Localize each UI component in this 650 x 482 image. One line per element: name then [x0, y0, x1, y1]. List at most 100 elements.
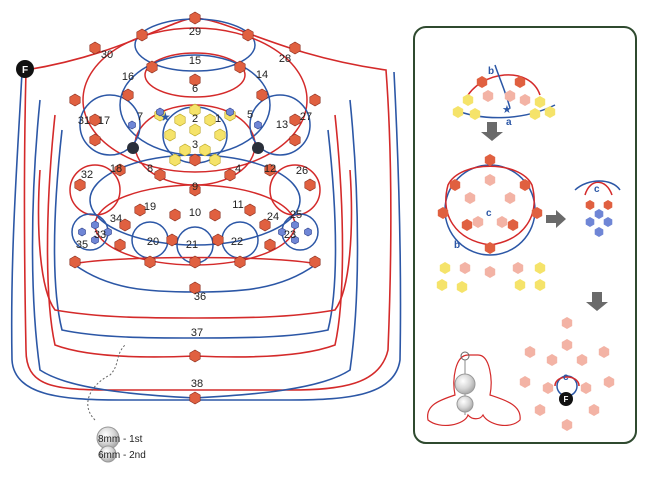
red-bead — [154, 168, 166, 182]
region-number: 9 — [192, 181, 198, 193]
yellow-bead — [189, 123, 201, 137]
region-number: 17 — [98, 115, 110, 127]
region-number: 26 — [296, 165, 308, 177]
red-bead — [89, 41, 101, 55]
step2-bead — [464, 192, 476, 204]
step3b-bead — [603, 376, 615, 388]
yellow-bead — [189, 103, 201, 117]
step1-bead — [476, 76, 488, 88]
step2b-bead — [603, 200, 613, 210]
red-bead — [309, 255, 321, 269]
step-bead — [534, 262, 546, 274]
blue-bead — [91, 235, 99, 245]
region-number: 1 — [215, 113, 221, 125]
step2-bead — [437, 207, 449, 219]
red-bead — [114, 163, 126, 177]
label-c-1: c — [486, 208, 492, 219]
step3b-bead — [576, 354, 588, 366]
red-bead — [209, 208, 221, 222]
region-number: 23 — [284, 229, 296, 241]
step-bead — [534, 279, 546, 291]
size-legend-2: 6mm - 2nd — [98, 450, 146, 461]
web-outer-red — [82, 27, 308, 173]
region-number: 32 — [81, 169, 93, 181]
region-number: 38 — [191, 378, 203, 390]
blue-bead — [278, 227, 286, 237]
region-number: 7 — [137, 111, 143, 123]
region-number: 3 — [192, 139, 198, 151]
region-number: 25 — [290, 209, 302, 221]
region-number: 28 — [279, 53, 291, 65]
region-number: 18 — [110, 163, 122, 175]
pearl-6mm — [99, 445, 117, 463]
yellow-bead — [179, 143, 191, 157]
region-number: 36 — [194, 291, 206, 303]
svg-text:F: F — [22, 65, 28, 76]
step3b-bead — [546, 354, 558, 366]
dark-pearl-right — [252, 142, 264, 154]
arrow-down-2 — [586, 292, 608, 311]
step1-bead — [504, 90, 516, 102]
blue-bead — [226, 107, 234, 117]
step3b-bead — [561, 339, 573, 351]
region-number: 13 — [276, 119, 288, 131]
step3b-bead — [561, 419, 573, 431]
start-star: ★ — [160, 110, 171, 124]
finish-marker: F — [16, 60, 34, 78]
red-bead — [189, 349, 201, 363]
outer-red-loop — [23, 17, 392, 391]
red-bead — [122, 88, 134, 102]
steps-panel: b a ★ c b c — [413, 26, 637, 444]
region-number: 29 — [189, 26, 201, 38]
step-2: c b — [437, 154, 543, 256]
red-bead — [259, 218, 271, 232]
step2-bead — [484, 174, 496, 186]
yellow-bead — [164, 128, 176, 142]
region-number: 31 — [78, 115, 90, 127]
label-b-2: b — [454, 240, 460, 251]
region-number: 24 — [267, 211, 279, 223]
svg-text:F: F — [564, 395, 569, 404]
region-number: 12 — [264, 163, 276, 175]
region-number: 19 — [144, 201, 156, 213]
red-bead — [189, 281, 201, 295]
red-bead — [189, 255, 201, 269]
label-c-3: c — [563, 372, 569, 383]
red-bead — [189, 153, 201, 167]
region-number: 27 — [300, 111, 312, 123]
region-number: 33 — [94, 229, 106, 241]
region-number: 11 — [232, 199, 243, 211]
red-bead — [189, 73, 201, 87]
step-bead — [459, 262, 471, 274]
arrow-right-1 — [546, 210, 566, 228]
step2b-bead — [603, 217, 613, 227]
step1-bead — [462, 94, 474, 106]
yellow-bead — [174, 113, 186, 127]
region-number: 15 — [189, 55, 201, 67]
step-1: b a ★ — [452, 64, 556, 128]
blue-bead — [104, 227, 112, 237]
region-number: 22 — [231, 236, 243, 248]
loop-36-red — [37, 169, 353, 319]
red-bead — [256, 88, 268, 102]
red-bead — [69, 255, 81, 269]
step3b-bead — [580, 382, 592, 394]
loop-37-red — [46, 114, 344, 358]
red-bead — [89, 133, 101, 147]
step-bead — [456, 281, 468, 293]
region-number: 6 — [192, 83, 198, 95]
svg-text:★: ★ — [502, 104, 512, 116]
region-number: 16 — [122, 71, 134, 83]
yellow-bead — [204, 113, 216, 127]
step-3b: c F — [519, 317, 615, 431]
red-bead — [309, 93, 321, 107]
step3b-bead — [524, 346, 536, 358]
step-bead — [484, 266, 496, 278]
region-number: 37 — [191, 327, 203, 339]
red-bead — [244, 203, 256, 217]
step-3-pendant — [427, 351, 521, 427]
region-number: 20 — [147, 236, 159, 248]
step2-bead — [472, 216, 484, 228]
red-bead — [166, 233, 178, 247]
region-number: 34 — [110, 213, 122, 225]
